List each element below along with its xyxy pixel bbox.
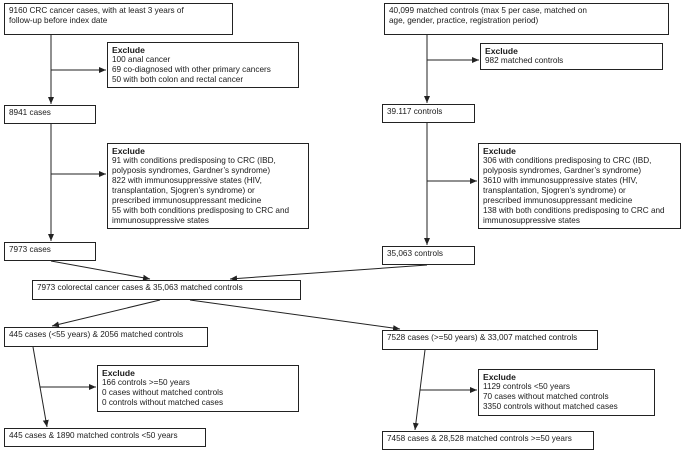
exclude-title: Exclude: [112, 146, 145, 156]
cases-8941-box: 8941 cases: [4, 105, 96, 124]
box-line: 35,063 controls: [387, 249, 443, 258]
box-line: 0 cases without matched controls: [102, 388, 224, 397]
box-line: 166 controls >=50 years: [102, 378, 190, 387]
arrow-controls-to-combined: [229, 264, 428, 282]
box-line: transplantation, Sjogren’s syndrome) or: [483, 186, 626, 195]
combined-cohort-box: 7973 colorectal cancer cases & 35,063 ma…: [32, 280, 301, 300]
box-line: immunosuppressive states: [112, 216, 209, 225]
box-line: prescribed immunosuppressant medicine: [112, 196, 262, 205]
box-line: 40,099 matched controls (max 5 per case,…: [389, 6, 587, 15]
box-line: 1129 controls <50 years: [483, 382, 571, 391]
crc-cases-box: 9160 CRC cancer cases, with at least 3 y…: [4, 3, 233, 35]
box-line: 7528 cases (>=50 years) & 33,007 matched…: [387, 333, 578, 342]
box-line: 39.117 controls: [387, 107, 443, 116]
old-cohort-box: 7528 cases (>=50 years) & 33,007 matched…: [382, 330, 598, 350]
box-line: 55 with both conditions predisposing to …: [112, 206, 290, 215]
box-line: 445 cases (<55 years) & 2056 matched con…: [9, 330, 184, 339]
box-line: transplantation, Sjogren’s syndrome) or: [112, 186, 255, 195]
box-line: polyposis syndromes, Gardner’s syndrome): [112, 166, 271, 175]
box-line: 70 cases without matched controls: [483, 392, 609, 401]
box-line: 3350 controls without matched cases: [483, 402, 618, 411]
controls-39117-box: 39.117 controls: [382, 104, 475, 123]
box-line: follow-up before index date: [9, 16, 108, 25]
box-line: 306 with conditions predisposing to CRC …: [483, 156, 652, 165]
box-line: 9160 CRC cancer cases, with at least 3 y…: [9, 6, 184, 15]
arrow-combined-to-young: [51, 299, 161, 328]
young-cohort-box: 445 cases (<55 years) & 2056 matched con…: [4, 327, 208, 347]
exclude-title: Exclude: [102, 368, 135, 378]
box-line: 7973 colorectal cancer cases & 35,063 ma…: [37, 283, 243, 292]
box-line: 822 with immunosuppressive states (HIV,: [112, 176, 262, 185]
arrow-combined-to-old: [189, 299, 401, 332]
young-final-box: 445 cases & 1890 matched controls <50 ye…: [4, 428, 206, 447]
exclude-title: Exclude: [112, 45, 145, 55]
box-line: 3610 with immunosuppressive states (HIV,: [483, 176, 638, 185]
box-line: polyposis syndromes, Gardner’s syndrome): [483, 166, 642, 175]
box-line: 69 co-diagnosed with other primary cance…: [112, 65, 271, 74]
box-line: prescribed immunosuppressant medicine: [483, 196, 633, 205]
box-line: 91 with conditions predisposing to CRC (…: [112, 156, 276, 165]
exclude-title: Exclude: [485, 46, 518, 56]
box-line: age, gender, practice, registration peri…: [389, 16, 539, 25]
box-line: 982 matched controls: [485, 56, 564, 65]
box-line: 50 with both colon and rectal cancer: [112, 75, 244, 84]
box-line: 7973 cases: [9, 245, 51, 254]
box-line: 0 controls without matched cases: [102, 398, 224, 407]
box-line: 445 cases & 1890 matched controls <50 ye…: [9, 431, 178, 440]
box-line: immunosuppressive states: [483, 216, 580, 225]
matched-controls-box: 40,099 matched controls (max 5 per case,…: [384, 3, 669, 35]
old-final-box: 7458 cases & 28,528 matched controls >=5…: [382, 431, 594, 450]
box-line: 8941 cases: [9, 108, 51, 117]
cases-7973-box: 7973 cases: [4, 242, 96, 261]
box-line: 100 anal cancer: [112, 55, 171, 64]
exclude-title: Exclude: [483, 372, 516, 382]
controls-35063-box: 35,063 controls: [382, 246, 475, 265]
box-line: 138 with both conditions predisposing to…: [483, 206, 665, 215]
box-line: 7458 cases & 28,528 matched controls >=5…: [387, 434, 572, 443]
arrow-cases-to-combined: [50, 260, 151, 281]
exclude-title: Exclude: [483, 146, 516, 156]
